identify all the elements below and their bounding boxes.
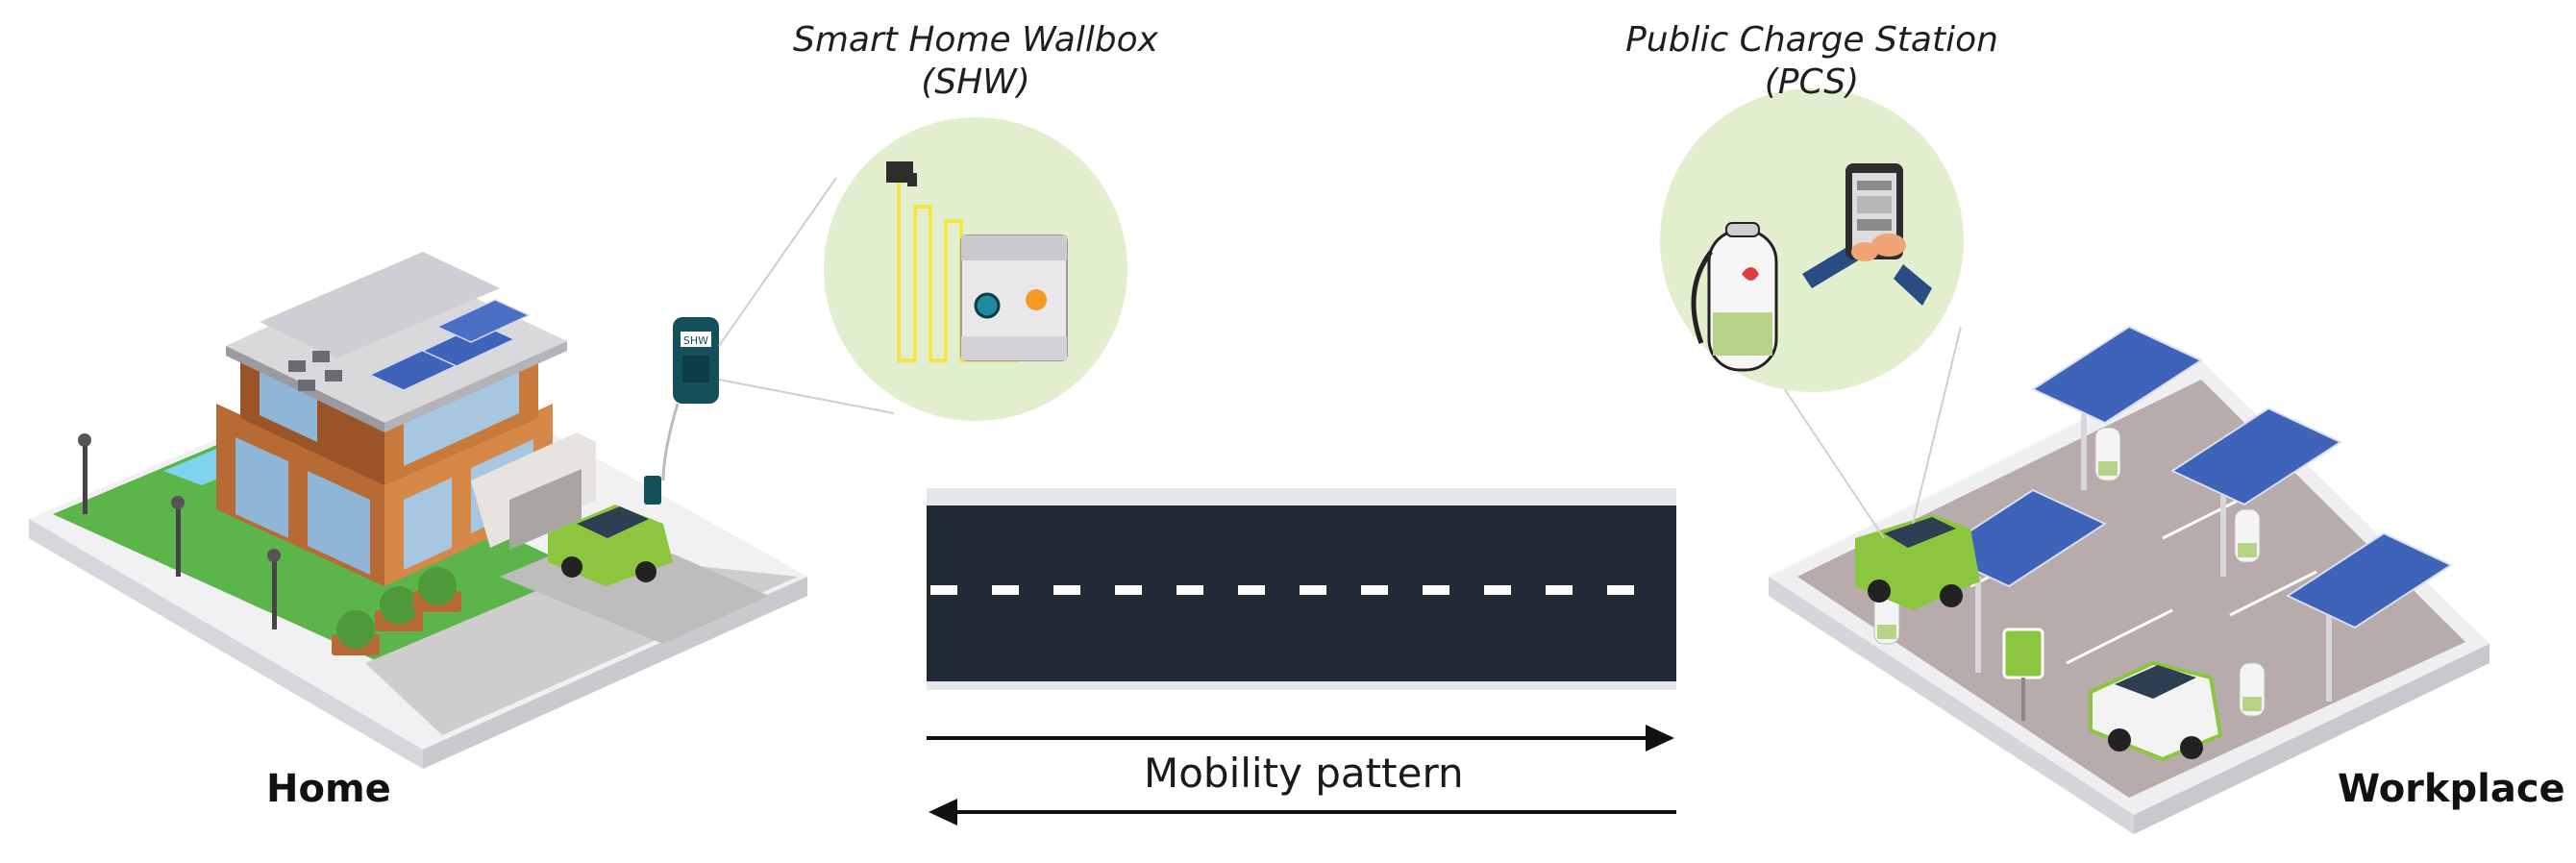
workplace-scene xyxy=(1691,249,2489,834)
arrow-left-icon xyxy=(929,799,1676,826)
lamp-posts xyxy=(78,433,281,629)
car-icon xyxy=(548,505,673,586)
pcs-callout-circle xyxy=(1660,88,1964,392)
plug-icon xyxy=(886,161,913,183)
shw-callout xyxy=(824,117,1127,421)
home-label: Home xyxy=(266,767,391,811)
charging-sign xyxy=(2002,628,2044,679)
wallbox-icon: SHW xyxy=(661,317,719,481)
parking-lot xyxy=(1797,380,2465,798)
car-icon xyxy=(1855,514,1980,610)
pcs-title-line2: (PCS) xyxy=(1764,62,1860,102)
arrow-right-icon xyxy=(927,725,1674,752)
shw-title: Smart Home Wallbox (SHW) xyxy=(783,19,1168,104)
shw-title-line1: Smart Home Wallbox xyxy=(793,20,1158,60)
house-icon xyxy=(216,252,567,586)
shw-title-line2: (SHW) xyxy=(921,62,1030,102)
home-charger xyxy=(644,476,661,505)
mobility-pattern-label: Mobility pattern xyxy=(1144,750,1464,797)
charging-station-icon xyxy=(1691,222,1778,372)
charging-station-icon xyxy=(1873,427,2266,717)
home-scene: SHW xyxy=(29,177,895,769)
wallbox-device-text: SHW xyxy=(683,334,708,347)
solar-panel-icon xyxy=(1934,325,2454,702)
pcs-title: Public Charge Station (PCS) xyxy=(1620,19,2004,104)
road-icon xyxy=(927,488,1676,690)
solar-panel-icon xyxy=(368,299,531,391)
lane-dashes xyxy=(930,585,1634,595)
workplace-label: Workplace xyxy=(2338,767,2565,811)
pcs-callout xyxy=(1660,88,1964,392)
smartphone-icon xyxy=(1802,163,1932,306)
car-icon xyxy=(2089,660,2223,762)
pcs-title-line1: Public Charge Station xyxy=(1625,20,1998,60)
